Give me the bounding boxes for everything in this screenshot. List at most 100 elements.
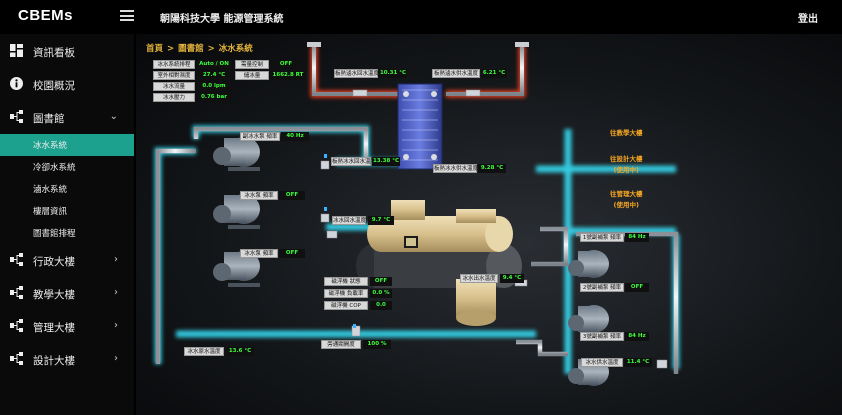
- schedule-value: Auto / ON: [197, 60, 231, 69]
- hx-brine-in-label: 板熱滷水回水溫度: [334, 69, 380, 78]
- sidebar-subitem-schedule[interactable]: 圖書館排程: [0, 222, 134, 244]
- chiller-return-label: 冰水回水溫度: [332, 216, 367, 225]
- pump-right-1-label: 1號副補泵 頻率: [580, 233, 624, 242]
- sidebar-item-label: 管理大樓: [33, 322, 75, 334]
- pump-left-2-value: OFF: [279, 191, 305, 200]
- network-icon: [10, 319, 23, 332]
- humidity-label: 室外相對濕度: [153, 71, 195, 80]
- sidebar-item-library[interactable]: 圖書館 ⌄: [0, 103, 134, 133]
- bypass-valve-label: 旁通閥開度: [321, 340, 361, 349]
- system-title: 朝陽科技大學 能源管理系統: [160, 14, 284, 25]
- pump-left-2-icon: [213, 194, 260, 229]
- hx-ice-out-label: 板熱冰水供水溫度: [433, 164, 479, 173]
- sidebar-item-teaching[interactable]: 教學大樓 ›: [0, 279, 134, 309]
- maglev-load-value: 0.0 %: [370, 289, 392, 298]
- flow-value: 0.0 lpm: [197, 82, 231, 91]
- breadcrumb: 首頁>圖書館>冰水系統: [146, 44, 253, 54]
- destination-teaching[interactable]: 往教學大樓: [610, 129, 643, 137]
- demand-label: 需量控制: [235, 60, 269, 69]
- network-icon: [10, 253, 23, 266]
- chilled-water-diagram: 首頁>圖書館>冰水系統 冰水系統排程 Auto / ON 室外相對濕度 27.4…: [136, 34, 842, 415]
- destination-design[interactable]: 往設計大樓(使用中): [610, 155, 643, 174]
- sidebar-item-admin[interactable]: 行政大樓 ›: [0, 246, 134, 276]
- top-bar: CBEMs 朝陽科技大學 能源管理系統 登出: [0, 0, 842, 34]
- heat-exchanger-icon: [397, 83, 443, 170]
- sidebar-item-label: 資訊看板: [33, 47, 75, 59]
- info-icon: [10, 77, 23, 90]
- pump-right-3-value: 84 Hz: [625, 332, 649, 341]
- breadcrumb-library[interactable]: 圖書館: [178, 44, 204, 54]
- sidebar-item-design[interactable]: 設計大樓 ›: [0, 345, 134, 375]
- pressure-value: 0.76 bar: [197, 93, 231, 102]
- maglev-cop-value: 0.0: [370, 301, 392, 310]
- logout-button[interactable]: 登出: [798, 14, 818, 25]
- sidebar-item-label: 校園概況: [33, 80, 75, 92]
- pump-right-1-value: 84 Hz: [625, 233, 649, 242]
- pump-left-3-value: OFF: [279, 249, 305, 258]
- hx-brine-out-value: 6.21 °C: [481, 69, 507, 78]
- hx-brine-out-label: 板熱滷水供水溫度: [432, 69, 480, 78]
- chiller-supply-label: 冰水出水溫度: [460, 274, 498, 283]
- sidebar-item-dashboard[interactable]: 資訊看板: [0, 37, 134, 67]
- breadcrumb-home[interactable]: 首頁: [146, 44, 164, 54]
- pump-right-2-label: 2號副補泵 頻率: [580, 283, 624, 292]
- pump-right-2-icon: [568, 305, 609, 333]
- schedule-label: 冰水系統排程: [153, 60, 195, 69]
- sidebar-subitem-label: 冰水系統: [33, 141, 68, 151]
- pump-left-2-label: 冰水泵 頻率: [240, 191, 278, 200]
- chiller-supply-value: 9.4 °C: [500, 274, 524, 283]
- humidity-value: 27.4 °C: [197, 71, 231, 80]
- brand-logo[interactable]: CBEMs: [18, 7, 74, 24]
- sidebar-item-management[interactable]: 管理大樓 ›: [0, 312, 134, 342]
- sidebar: 資訊看板 校園概況 圖書館 ⌄ 冰水系統 冷卻水系統 滷水系統 樓層資訊 圖書館…: [0, 34, 134, 415]
- flow-label: 冰水流量: [153, 82, 195, 91]
- pump-right-2-value: OFF: [625, 283, 649, 292]
- hx-ice-out-value: 9.28 °C: [478, 164, 506, 173]
- pump-left-1-label: 副冰水泵 頻率: [240, 132, 280, 141]
- sidebar-subitem-floor-info[interactable]: 樓層資訊: [0, 200, 134, 222]
- hx-ice-in-label: 板熱冰水回水溫度: [331, 157, 377, 166]
- hx-ice-in-value: 13.38 °C: [372, 157, 400, 166]
- maglev-status-label: 磁浮機 狀態: [324, 277, 368, 286]
- sidebar-subitem-cooling-water[interactable]: 冷卻水系統: [0, 156, 134, 178]
- sidebar-subitem-label: 冷卻水系統: [33, 163, 76, 173]
- pump-left-1-icon: [213, 137, 260, 171]
- right-supply-label: 冰水供水溫度: [581, 358, 623, 367]
- pressure-label: 冰水壓力: [153, 93, 195, 102]
- chevron-right-icon: ›: [114, 320, 118, 331]
- sidebar-item-label: 教學大樓: [33, 289, 75, 301]
- pump-right-3-label: 3號副補泵 頻率: [580, 332, 624, 341]
- sidebar-subitem-chilled-water[interactable]: 冰水系統: [0, 134, 134, 156]
- sidebar-subitem-brine[interactable]: 滷水系統: [0, 178, 134, 200]
- maglev-load-label: 磁浮機 負載率: [324, 289, 368, 298]
- maglev-cop-label: 磁浮機 COP: [324, 301, 368, 310]
- destination-management[interactable]: 往管理大樓(使用中): [610, 190, 643, 209]
- dashboard-icon: [10, 44, 23, 57]
- pump-left-1-value: 40 Hz: [281, 132, 309, 141]
- raw-supply-value: 13.6 °C: [226, 347, 254, 356]
- chevron-right-icon: ›: [114, 287, 118, 298]
- pump-left-3-label: 冰水泵 頻率: [240, 249, 278, 258]
- breadcrumb-current: 冰水系統: [218, 44, 253, 54]
- ice-storage-label: 儲冰量: [235, 71, 269, 80]
- pipe-diagram: [154, 42, 680, 386]
- chiller-return-value: 9.7 °C: [368, 216, 394, 225]
- network-icon: [10, 352, 23, 365]
- pump-right-1-icon: [568, 250, 609, 278]
- sidebar-item-label: 行政大樓: [33, 256, 75, 268]
- maglev-status-value: OFF: [370, 277, 392, 286]
- pump-left-3-icon: [213, 251, 260, 287]
- sidebar-item-campus[interactable]: 校園概況: [0, 70, 134, 100]
- hx-brine-in-value: 10.31 °C: [379, 69, 407, 78]
- sidebar-item-label: 圖書館: [33, 113, 65, 125]
- chevron-right-icon: ›: [114, 353, 118, 364]
- sidebar-subitem-label: 滷水系統: [33, 185, 68, 195]
- raw-supply-label: 冰水原水溫度: [184, 347, 224, 356]
- demand-value: OFF: [271, 60, 301, 69]
- sidebar-subitem-label: 樓層資訊: [33, 207, 68, 217]
- menu-toggle-icon[interactable]: [120, 10, 134, 21]
- sidebar-item-label: 設計大樓: [33, 355, 75, 367]
- ice-storage-value: 1662.8 RT: [271, 71, 305, 80]
- chevron-right-icon: ›: [114, 254, 118, 265]
